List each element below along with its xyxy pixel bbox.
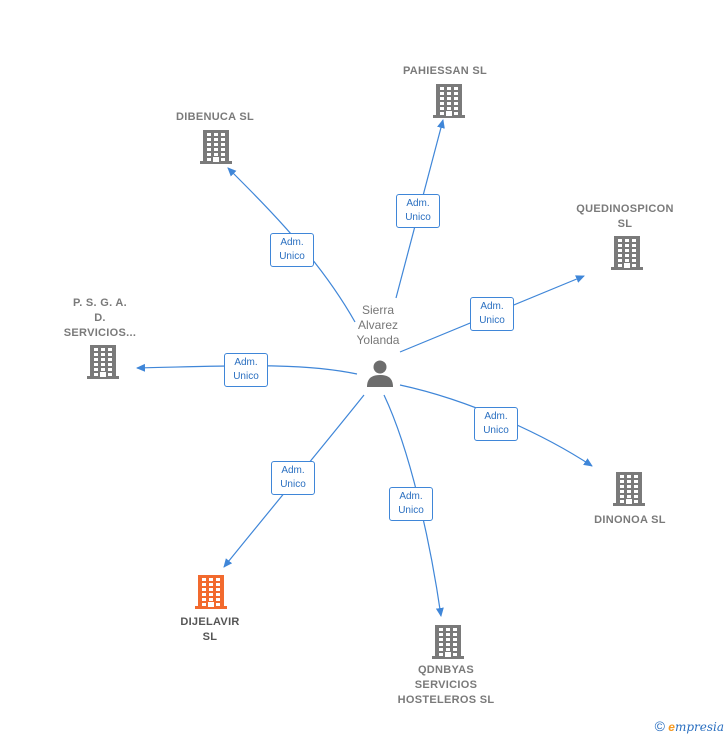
brand-name: mpresia bbox=[674, 720, 724, 734]
role-badge-psgad: Adm. Unico bbox=[224, 353, 268, 387]
role-badge-quedinospicon: Adm. Unico bbox=[470, 297, 514, 331]
role-badge-pahiessan: Adm. Unico bbox=[396, 194, 440, 228]
company-label-dibenuca[interactable]: DIBENUCA SL bbox=[175, 111, 255, 123]
role-badge-qdnbyas: Adm. Unico bbox=[389, 487, 433, 521]
company-label-quedinospicon[interactable]: QUEDINOSPICON SL bbox=[576, 203, 674, 230]
building-icon[interactable] bbox=[611, 236, 643, 270]
building-icon[interactable] bbox=[87, 345, 119, 379]
building-icon[interactable] bbox=[200, 130, 232, 164]
person-icon[interactable] bbox=[365, 358, 395, 388]
brand-initial: e bbox=[668, 720, 675, 734]
copyright-icon: © bbox=[654, 718, 665, 734]
copyright-footer: © empresia bbox=[655, 718, 724, 734]
building-icon[interactable] bbox=[432, 625, 464, 659]
building-icon[interactable] bbox=[433, 84, 465, 118]
company-label-pahiessan[interactable]: PAHIESSAN SL bbox=[402, 65, 488, 77]
building-icon[interactable] bbox=[195, 575, 227, 609]
company-label-qdnbyas[interactable]: QDNBYAS SERVICIOS HOSTELEROS SL bbox=[397, 664, 495, 706]
role-badge-dinonoa: Adm. Unico bbox=[474, 407, 518, 441]
company-label-psgad[interactable]: P. S. G. A. D. SERVICIOS... bbox=[63, 297, 137, 339]
role-badge-dibenuca: Adm. Unico bbox=[270, 233, 314, 267]
company-label-dijelavir[interactable]: DIJELAVIR SL bbox=[180, 616, 240, 643]
building-icon[interactable] bbox=[613, 472, 645, 506]
role-badge-dijelavir: Adm. Unico bbox=[271, 461, 315, 495]
company-label-dinonoa[interactable]: DINONOA SL bbox=[594, 514, 666, 526]
center-person-label: Sierra Alvarez Yolanda bbox=[356, 303, 400, 347]
